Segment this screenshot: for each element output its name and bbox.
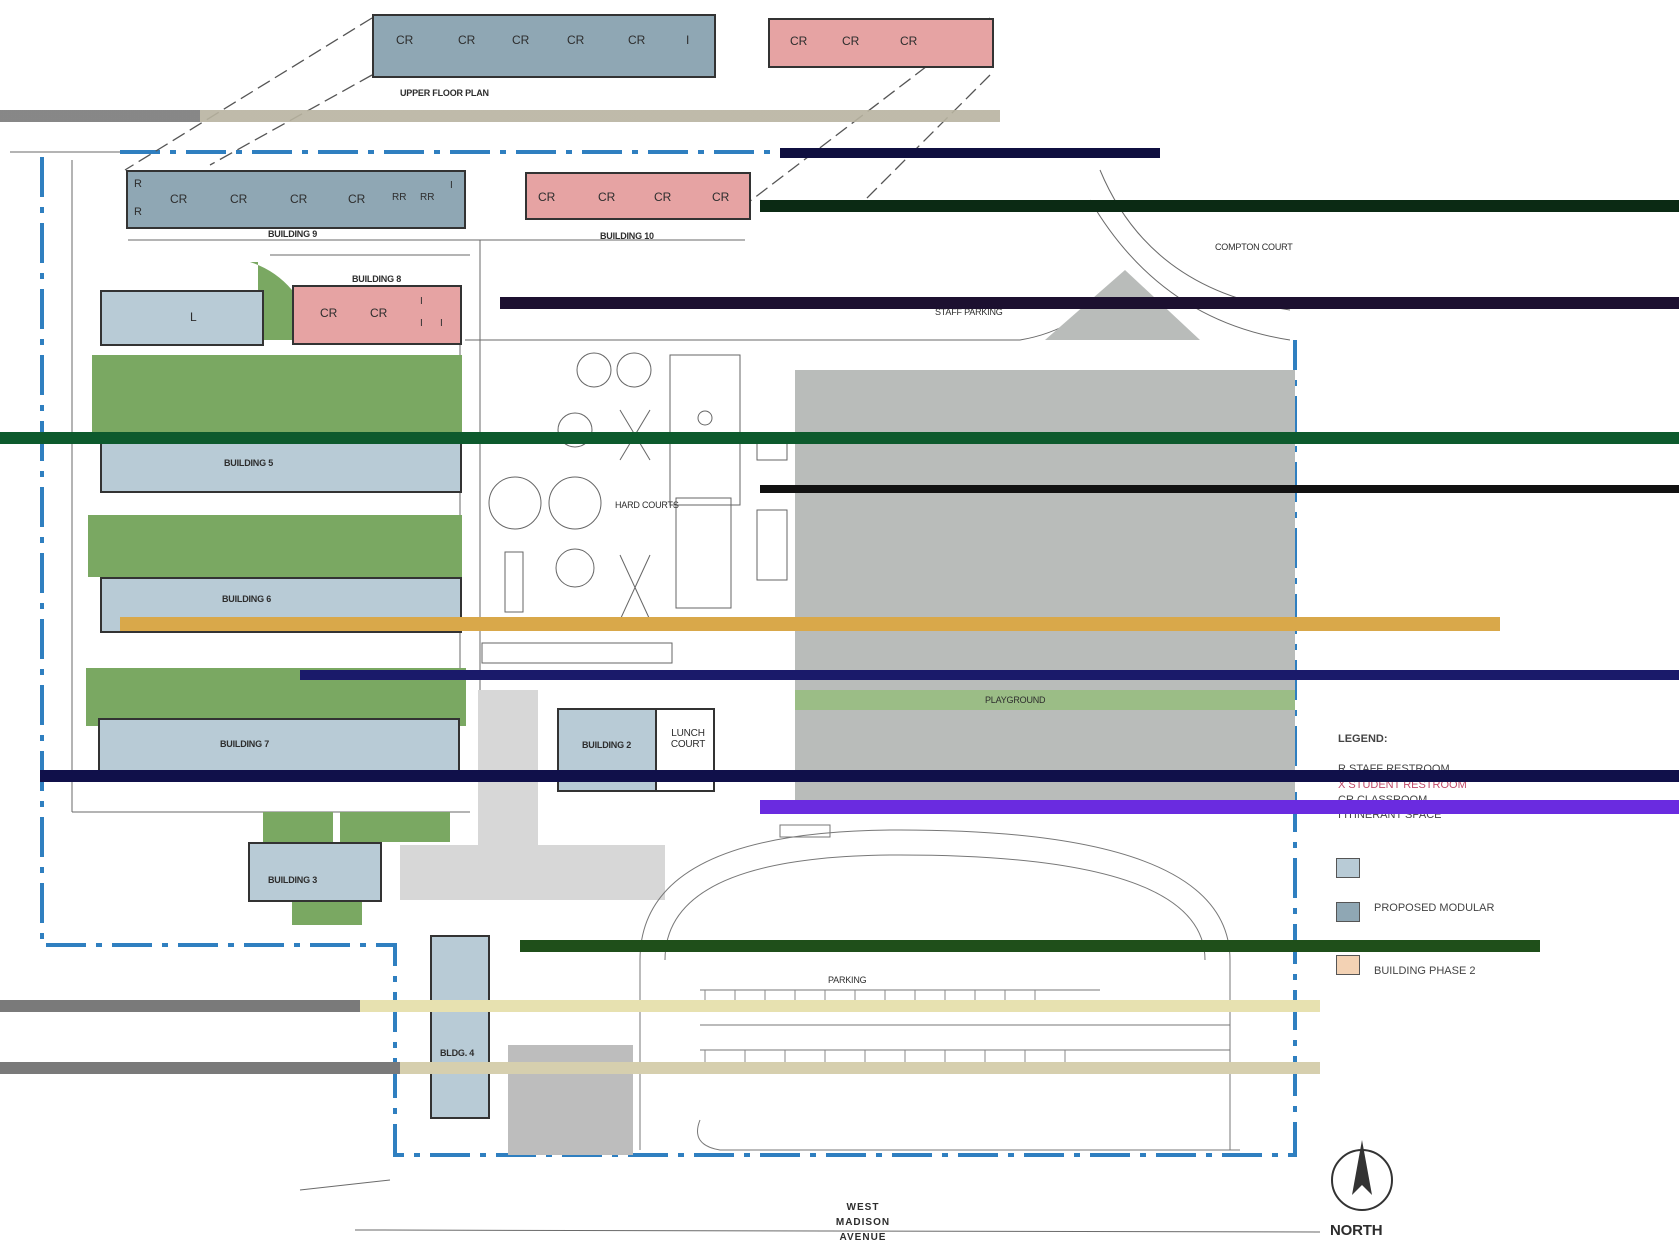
scan-artifact	[0, 297, 1679, 309]
legend-item: PROPOSED MODULAR	[1374, 902, 1495, 914]
legend-item: X STUDENT RESTROOM	[1338, 779, 1467, 791]
building-7	[98, 718, 460, 778]
scan-artifact	[0, 800, 1679, 814]
scan-artifact	[0, 670, 1679, 680]
street-label: WEST MADISON AVENUE	[835, 1202, 891, 1243]
scan-artifact	[0, 200, 1679, 212]
upper-room-label: CR	[396, 33, 414, 47]
legend-swatch-phase2	[1336, 955, 1360, 975]
hard-court-markings	[481, 352, 788, 664]
scan-artifact	[0, 617, 1679, 631]
upper-floor-blue-block	[372, 14, 716, 78]
hard-courts-label: HARD COURTS	[615, 500, 679, 510]
upper-room-label: CR	[628, 33, 646, 47]
room-label: I	[440, 318, 443, 329]
room-label: RR	[392, 192, 407, 203]
scan-artifact	[0, 485, 1679, 493]
scan-artifact	[0, 110, 1679, 122]
parking-label: PARKING	[828, 975, 867, 985]
scan-artifact	[0, 940, 1679, 952]
staff-parking-label: STAFF PARKING	[935, 307, 1003, 317]
building-5-label: BUILDING 5	[224, 458, 274, 468]
scan-artifact	[0, 770, 1679, 782]
upper-room-label: CR	[900, 34, 918, 48]
north-arrow-icon	[1331, 1140, 1393, 1211]
room-label: CR	[370, 306, 388, 320]
building-4	[430, 935, 490, 1119]
lunch-court-label: LUNCH COURT	[670, 728, 706, 750]
compton-court-label: COMPTON COURT	[1215, 242, 1293, 252]
library-label: L	[190, 310, 197, 324]
legend-swatch-modular	[1336, 902, 1360, 922]
room-label: R	[134, 206, 142, 218]
building-3-label: BUILDING 3	[268, 875, 318, 885]
legend-swatch-existing	[1336, 858, 1360, 878]
scan-artifact	[0, 1062, 1679, 1074]
scan-artifact	[0, 432, 1679, 444]
building-3	[248, 842, 382, 902]
building-9	[126, 170, 466, 229]
building-9-label: BUILDING 9	[268, 229, 318, 239]
room-label: I	[450, 180, 453, 191]
legend-title: LEGEND:	[1338, 733, 1388, 745]
legend-item: BUILDING PHASE 2	[1374, 965, 1476, 977]
scan-artifact	[0, 148, 1679, 158]
room-label: I	[420, 318, 423, 329]
building-10	[525, 172, 751, 220]
upper-room-label: CR	[567, 33, 585, 47]
upper-room-label: CR	[512, 33, 530, 47]
upper-room-label: CR	[842, 34, 860, 48]
building-2-label: BUILDING 2	[582, 740, 632, 750]
parking-lot	[639, 824, 1240, 1151]
scan-artifact	[0, 1000, 1679, 1012]
building-8-label: BUILDING 8	[352, 274, 402, 284]
playground-asphalt	[795, 370, 1295, 700]
upper-room-label: CR	[458, 33, 476, 47]
building-7-label: BUILDING 7	[220, 739, 270, 749]
building-6-label: BUILDING 6	[222, 594, 272, 604]
building-10-label: BUILDING 10	[600, 231, 654, 241]
building-4-label: BLDG. 4	[440, 1048, 475, 1058]
upper-floor-title: UPPER FLOOR PLAN	[400, 88, 489, 98]
north-label: NORTH	[1330, 1222, 1383, 1239]
upper-floor-pink-block	[768, 18, 994, 68]
upper-room-label: I	[686, 33, 690, 47]
upper-room-label: CR	[790, 34, 808, 48]
room-label: R	[134, 178, 142, 190]
room-label: CR	[320, 306, 338, 320]
building-8	[292, 285, 462, 345]
playground-label: PLAYGROUND	[985, 695, 1046, 705]
room-label: RR	[420, 192, 435, 203]
